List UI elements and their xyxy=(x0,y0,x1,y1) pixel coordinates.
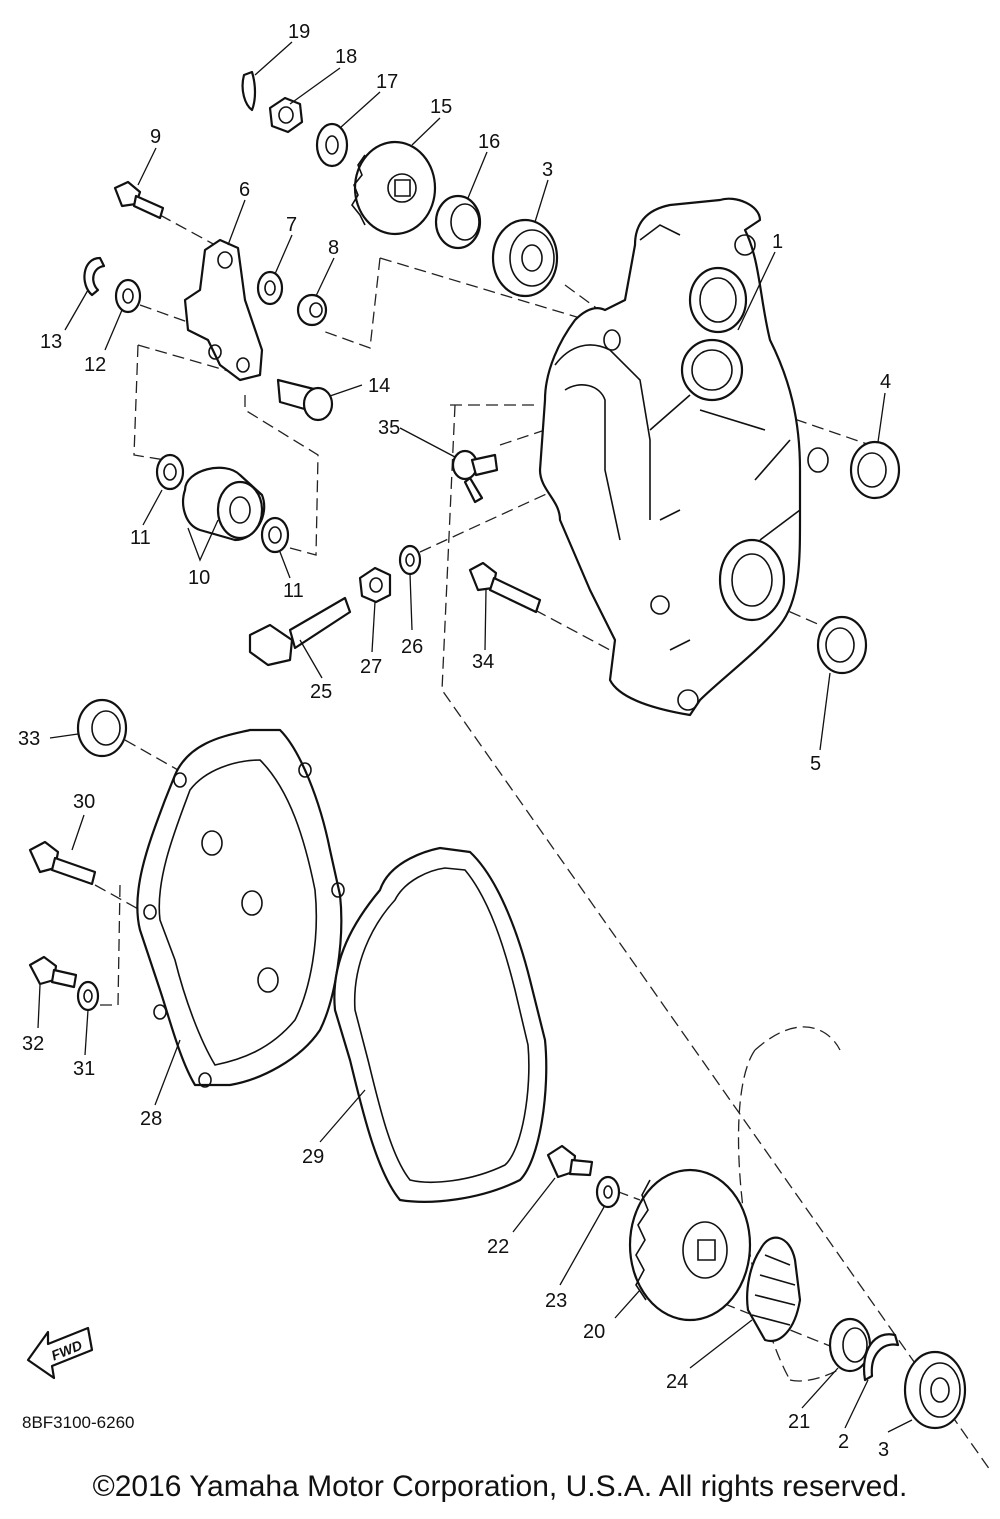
callout-18: 18 xyxy=(335,46,357,68)
callout-16: 16 xyxy=(478,131,500,153)
callout-4: 4 xyxy=(880,371,891,393)
washer-part-11-upper xyxy=(155,453,185,491)
callout-11-upper: 11 xyxy=(130,527,151,549)
copyright-notice: ©2016 Yamaha Motor Corporation, U.S.A. A… xyxy=(92,1470,908,1503)
cotter-pin-part-19 xyxy=(241,70,257,112)
fitting-part-35 xyxy=(451,449,499,504)
drawing-code: 8BF3100-6260 xyxy=(22,1413,134,1432)
callout-22: 22 xyxy=(487,1236,509,1258)
callout-8: 8 xyxy=(328,237,339,259)
nut-part-27 xyxy=(358,566,392,604)
callout-35: 35 xyxy=(378,417,400,439)
callout-6: 6 xyxy=(239,179,250,201)
washer-part-7 xyxy=(256,270,284,306)
washer-part-12 xyxy=(114,278,142,314)
callout-21: 21 xyxy=(788,1411,810,1433)
bearing-part-3-lower xyxy=(903,1350,967,1430)
callout-3-lower: 3 xyxy=(878,1439,889,1461)
collar-part-8 xyxy=(296,293,328,327)
callout-13: 13 xyxy=(40,331,62,353)
callout-14: 14 xyxy=(368,375,390,397)
bracket-part-6 xyxy=(183,238,264,382)
washer-part-26 xyxy=(398,544,422,576)
sprocket-part-15 xyxy=(351,140,437,236)
gear-case-part-1 xyxy=(538,197,829,717)
callout-34: 34 xyxy=(472,651,494,673)
bolt-part-32 xyxy=(28,955,78,989)
callout-31: 31 xyxy=(73,1058,95,1080)
callout-1: 1 xyxy=(772,231,783,253)
callout-32: 32 xyxy=(22,1033,44,1055)
callout-25: 25 xyxy=(310,681,332,703)
callout-27: 27 xyxy=(360,656,382,678)
pin-part-14 xyxy=(276,378,334,422)
gasket-part-29 xyxy=(333,846,548,1203)
bolt-part-9 xyxy=(113,180,165,220)
circlip-part-13 xyxy=(83,256,106,297)
callout-26: 26 xyxy=(401,636,423,658)
bolt-part-25 xyxy=(248,596,352,667)
sprocket-part-20 xyxy=(628,1168,752,1322)
callout-12: 12 xyxy=(84,354,106,376)
chain-part-24 xyxy=(746,1236,802,1343)
callout-11-lower: 11 xyxy=(283,580,304,602)
callout-29: 29 xyxy=(302,1146,324,1168)
callout-numbers: 19 18 17 15 16 3 9 6 7 8 1 13 12 14 4 35… xyxy=(18,21,891,1461)
washer-part-31 xyxy=(76,980,100,1012)
oil-seal-part-33 xyxy=(76,698,128,758)
collar-part-16 xyxy=(434,194,482,250)
callout-30: 30 xyxy=(73,791,95,813)
oil-seal-part-5 xyxy=(816,615,868,675)
callout-3-upper: 3 xyxy=(542,159,553,181)
oil-seal-part-4 xyxy=(849,440,901,500)
callout-20: 20 xyxy=(583,1321,605,1343)
callout-17: 17 xyxy=(376,71,398,93)
callout-23: 23 xyxy=(545,1290,567,1312)
callout-10: 10 xyxy=(188,567,210,589)
washer-part-11-lower xyxy=(260,516,290,554)
callout-24: 24 xyxy=(666,1371,688,1393)
bearing-part-10 xyxy=(182,466,266,542)
callout-5: 5 xyxy=(810,753,821,775)
leader-lines xyxy=(37,41,913,1433)
bearing-part-3-upper xyxy=(491,218,559,298)
callout-33: 33 xyxy=(18,728,40,750)
bolt-part-22 xyxy=(546,1144,594,1179)
callout-28: 28 xyxy=(140,1108,162,1130)
bolt-part-34 xyxy=(468,561,542,614)
callout-2: 2 xyxy=(838,1431,849,1453)
callout-19: 19 xyxy=(288,21,310,43)
nut-part-18 xyxy=(268,96,304,134)
callout-7: 7 xyxy=(286,214,297,236)
washer-part-23 xyxy=(595,1175,621,1209)
callout-15: 15 xyxy=(430,96,452,118)
circlip-part-2 xyxy=(862,1333,900,1382)
washer-part-17 xyxy=(315,122,349,168)
callout-9: 9 xyxy=(150,126,161,148)
fwd-arrow-icon: FWD xyxy=(26,1326,94,1380)
bolt-part-30 xyxy=(28,840,97,886)
cover-part-28 xyxy=(136,728,345,1088)
